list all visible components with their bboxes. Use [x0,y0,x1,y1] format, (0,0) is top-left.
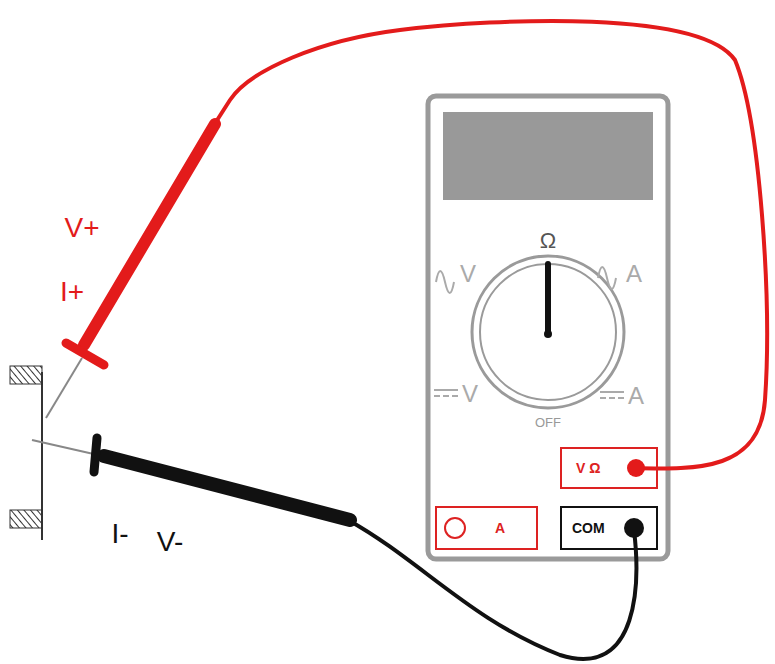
black-probe-handle [104,456,350,520]
dial-label: V [460,262,476,286]
jack-box: V Ω [560,447,658,489]
jack-socket [445,518,465,538]
dial-label: A [628,384,644,408]
dial [472,256,624,408]
red-probe-tip [46,358,82,418]
dial-label: A [626,262,642,286]
meter-body [428,96,668,559]
display [443,112,653,200]
probe-label: V+ [64,214,99,242]
dial-label: Ω [540,230,556,252]
black-probe-guard [94,438,97,472]
ac-symbol [598,267,616,289]
dial-label: V [462,382,478,406]
dial-ring [480,264,616,400]
dc-symbol [600,392,624,398]
black-lead-wire [348,520,636,659]
probe-label: V- [157,528,183,556]
black-probe-tip [32,440,98,455]
dial-hub [544,330,552,338]
jack-box: COM [560,506,658,550]
red-probe-handle [84,124,215,345]
probe-label: I+ [60,278,84,306]
probe-label: I- [111,520,128,548]
component [10,366,42,540]
jack-box: A [435,506,538,550]
red-lead-wire [214,21,767,469]
jack-label: COM [572,521,605,535]
jack-label: A [495,521,505,535]
red-probe-guard [66,343,104,365]
dc-symbol [434,390,458,396]
red-plug [627,459,645,477]
dial-label: OFF [535,416,561,429]
black-plug [624,518,644,538]
ac-symbol [436,271,454,293]
jack-label: V Ω [576,461,600,475]
dial-pointer [545,264,551,334]
